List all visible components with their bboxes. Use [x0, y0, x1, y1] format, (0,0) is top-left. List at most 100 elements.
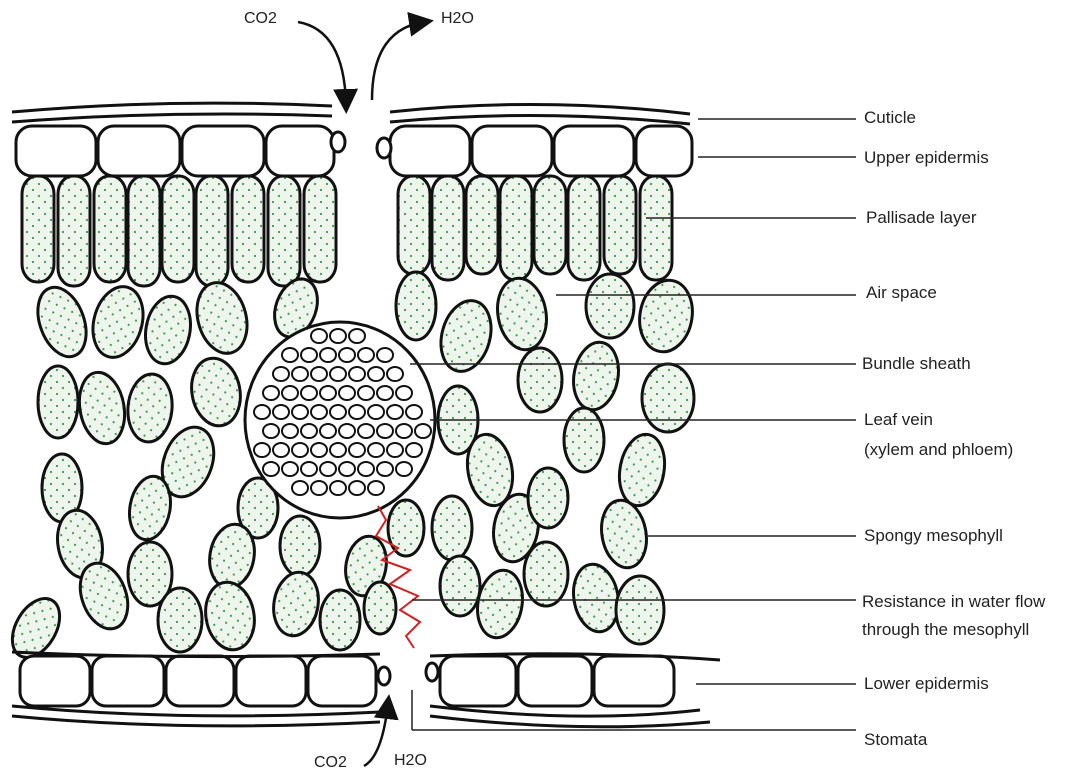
vein-cell — [311, 481, 327, 495]
mesophyll-cell — [432, 496, 472, 560]
label-leaf-vein-sub: (xylem and phloem) — [864, 440, 1013, 460]
palisade-cell — [534, 176, 566, 274]
vein-cell — [377, 348, 393, 362]
mesophyll-cell — [440, 556, 480, 616]
vein-cell — [301, 462, 317, 476]
label-leaf-vein: Leaf vein — [864, 410, 933, 430]
vein-cell — [415, 424, 431, 438]
epidermis-cell — [236, 656, 306, 706]
vein-cell — [320, 424, 336, 438]
epidermis-cell — [518, 656, 592, 706]
vein-cell — [339, 462, 355, 476]
epidermis-cell — [182, 126, 264, 176]
epidermis-cell — [440, 656, 516, 706]
mesophyll-cell — [616, 576, 664, 644]
mesophyll-cell — [568, 561, 623, 636]
cuticle-layer — [12, 103, 690, 124]
vein-cell — [358, 462, 374, 476]
label-resistance: Resistance in water flow — [862, 592, 1045, 612]
vein-cell — [387, 405, 403, 419]
vein-cell — [320, 462, 336, 476]
label-bundle-sheath: Bundle sheath — [862, 354, 971, 374]
epidermis-cell — [16, 126, 96, 176]
epidermis-cell — [308, 656, 376, 706]
co2-bottom-label: CO2 — [314, 754, 347, 772]
epidermis-cell — [92, 656, 164, 706]
palisade-cell — [94, 176, 126, 282]
mesophyll-cell — [74, 369, 130, 448]
vein-cell — [320, 386, 336, 400]
epidermis-cell — [554, 126, 634, 176]
vein-cell — [282, 348, 298, 362]
vein-cell — [301, 348, 317, 362]
lower-epidermis — [20, 656, 674, 706]
vein-cell — [273, 405, 289, 419]
vein-cell — [368, 405, 384, 419]
mesophyll-cell — [388, 500, 424, 556]
epidermis-cell — [20, 656, 90, 706]
mesophyll-cell — [586, 274, 634, 338]
mesophyll-cell — [140, 293, 195, 368]
vein-cell — [311, 405, 327, 419]
co2-top-label: CO2 — [244, 10, 277, 28]
palisade-cell — [162, 176, 194, 282]
vein-cell — [349, 367, 365, 381]
vein-cell — [368, 367, 384, 381]
mesophyll-cell — [158, 588, 202, 652]
palisade-cell — [268, 176, 300, 286]
vein-cell — [292, 481, 308, 495]
vein-cell — [254, 405, 270, 419]
vein-cell — [377, 424, 393, 438]
mesophyll-cell — [524, 542, 568, 606]
vein-cell — [396, 424, 412, 438]
vein-cell — [387, 443, 403, 457]
mesophyll-cell — [38, 366, 78, 438]
vein-cell — [311, 443, 327, 457]
mesophyll-cell — [614, 431, 670, 510]
mesophyll-cell — [642, 364, 694, 432]
vein-cell — [292, 443, 308, 457]
palisade-cell — [568, 176, 600, 280]
label-spongy-mesophyll: Spongy mesophyll — [864, 526, 1003, 546]
vein-cell — [358, 424, 374, 438]
vein-cell — [339, 424, 355, 438]
h2o-out-top-arrow — [372, 22, 424, 100]
mesophyll-cell — [29, 281, 95, 364]
vein-cell — [349, 405, 365, 419]
mesophyll-cell — [568, 339, 623, 414]
vein-cell — [377, 462, 393, 476]
vein-cell — [301, 386, 317, 400]
vein-cell — [311, 367, 327, 381]
vein-cell — [292, 367, 308, 381]
mesophyll-cell — [86, 281, 151, 363]
h2o-bottom-label: H2O — [394, 752, 427, 770]
palisade-cell — [304, 176, 336, 282]
vein-cell — [396, 462, 412, 476]
label-resistance-sub: through the mesophyll — [862, 620, 1029, 640]
mesophyll-cell — [269, 569, 323, 640]
mesophyll-cell — [364, 582, 396, 634]
leaf-vein — [245, 322, 435, 518]
vein-cell — [330, 367, 346, 381]
palisade-cell — [196, 176, 228, 286]
vein-cell — [396, 386, 412, 400]
vein-cell — [263, 462, 279, 476]
palisade-cell — [128, 176, 160, 286]
epidermis-cell — [266, 126, 334, 176]
palisade-cell — [58, 176, 90, 286]
vein-cell — [282, 386, 298, 400]
epidermis-cell — [166, 656, 234, 706]
mesophyll-cell — [280, 516, 320, 576]
palisade-cell — [640, 176, 672, 280]
label-lower-epidermis: Lower epidermis — [864, 674, 989, 694]
mesophyll-cell — [596, 497, 651, 572]
vein-cell — [330, 481, 346, 495]
vein-cell — [282, 424, 298, 438]
vein-cell — [349, 481, 365, 495]
vein-cell — [349, 329, 365, 343]
mesophyll-cell — [200, 578, 259, 653]
vein-cell — [387, 367, 403, 381]
mesophyll-cell — [186, 354, 245, 429]
mesophyll-cell — [320, 590, 360, 650]
